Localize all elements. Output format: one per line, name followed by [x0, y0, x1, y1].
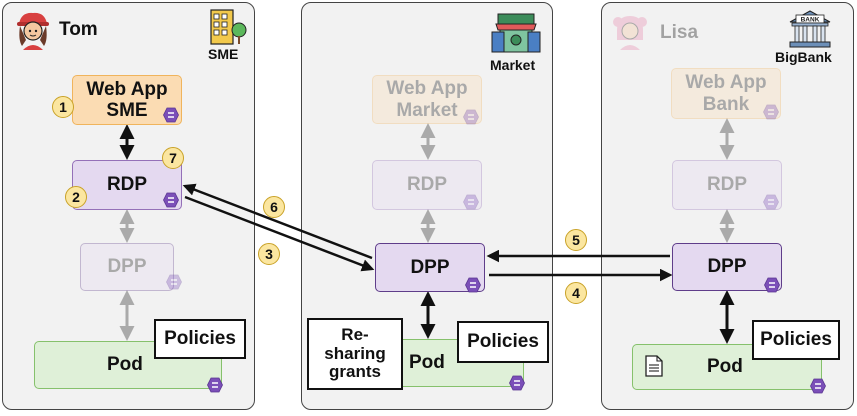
- solid-logo-icon: [463, 194, 479, 210]
- bank-building-icon: BANK: [789, 10, 831, 48]
- policies-lisa: Policies: [752, 320, 840, 360]
- dpp-market-label: DPP: [410, 256, 450, 278]
- step-badge-3: 3: [258, 243, 280, 265]
- solid-logo-icon: [166, 274, 182, 290]
- rdp-tom-label: RDP: [106, 174, 148, 196]
- market-building-icon: [491, 13, 541, 53]
- step-badge-2: 2: [65, 186, 87, 208]
- rdp-tom: RDP: [72, 160, 182, 210]
- solid-logo-icon: [763, 194, 779, 210]
- solid-logo-icon: [163, 192, 179, 208]
- webapp-sme: Web App SME: [72, 75, 182, 125]
- step-badge-1: 1: [52, 96, 74, 118]
- rdp-lisa-label: RDP: [706, 174, 748, 196]
- policies-tom-label: Policies: [164, 328, 236, 349]
- step-badge-4: 4: [565, 282, 587, 304]
- webapp-market-label: Web App Market: [386, 78, 468, 121]
- resharing-grants-box: Re-sharing grants: [307, 318, 403, 390]
- solid-logo-icon: [463, 109, 479, 125]
- pod-lisa-label: Pod: [707, 356, 743, 378]
- person-name-lisa: Lisa: [660, 22, 699, 43]
- solid-logo-icon: [764, 277, 780, 293]
- org-label-sme: SME: [208, 46, 239, 62]
- arrow-step-3: [184, 195, 375, 272]
- step-badge-7: 7: [162, 147, 184, 169]
- solid-logo-icon: [810, 378, 826, 394]
- step-badge-5: 5: [565, 229, 587, 251]
- org-label-market: Market: [490, 57, 536, 73]
- webapp-bank: Web App Bank: [671, 68, 781, 119]
- bank-sign-text: BANK: [801, 17, 820, 24]
- webapp-sme-label: Web App SME: [86, 78, 168, 121]
- policies-market: Policies: [457, 321, 549, 363]
- webapp-market: Web App Market: [372, 75, 482, 124]
- org-label-bigbank: BigBank: [775, 49, 832, 65]
- person-avatar-icon: [613, 16, 647, 50]
- step-badge-6: 6: [263, 196, 285, 218]
- solid-logo-icon: [465, 277, 481, 293]
- pod-market-label: Pod: [409, 352, 445, 374]
- webapp-bank-label: Web App Bank: [685, 72, 767, 115]
- office-building-icon: [210, 9, 247, 45]
- rdp-market: RDP: [372, 160, 482, 210]
- solid-logo-icon: [763, 104, 779, 120]
- policies-lisa-label: Policies: [760, 329, 832, 350]
- pod-tom-label: Pod: [107, 354, 143, 376]
- solid-logo-icon: [509, 375, 525, 391]
- policies-market-label: Policies: [467, 331, 539, 352]
- solid-logo-icon: [163, 107, 179, 123]
- person-name-tom: Tom: [59, 19, 98, 40]
- policies-tom: Policies: [154, 319, 246, 359]
- dpp-lisa: DPP: [672, 243, 782, 291]
- rdp-market-label: RDP: [406, 174, 448, 196]
- dpp-tom-label: DPP: [107, 256, 147, 278]
- arrow-step-6: [182, 183, 373, 260]
- dpp-lisa-label: DPP: [707, 256, 747, 278]
- resharing-grants-label: Re-sharing grants: [324, 324, 386, 382]
- dpp-tom: DPP: [80, 243, 174, 291]
- person-avatar-icon: [17, 12, 49, 50]
- rdp-lisa: RDP: [672, 160, 782, 210]
- solid-logo-icon: [207, 377, 223, 393]
- document-icon: [645, 355, 663, 377]
